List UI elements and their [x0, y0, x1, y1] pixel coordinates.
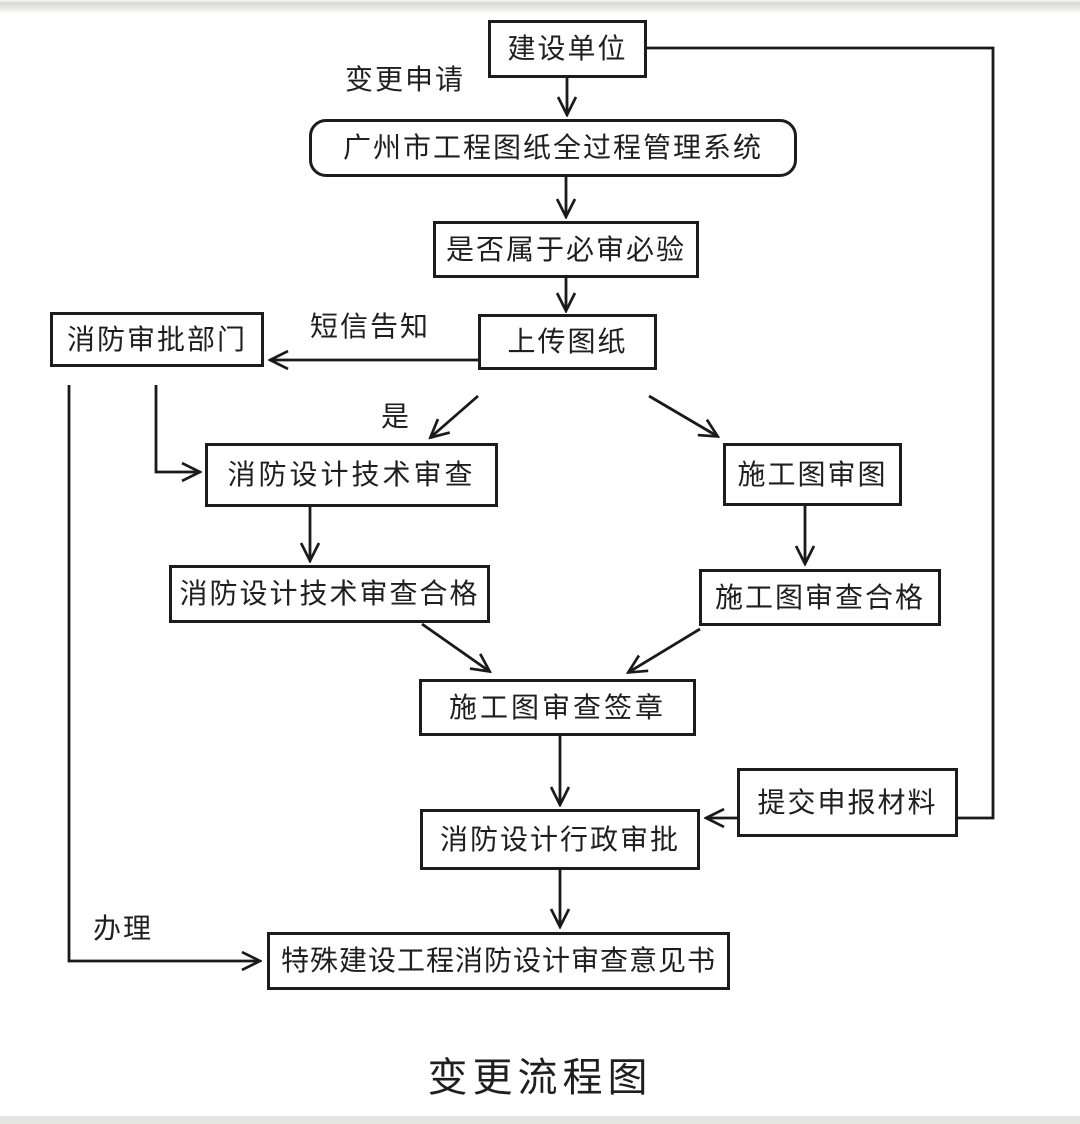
node-construction-drawing-review: 施工图审图	[723, 443, 902, 506]
node-drawing-management-system: 广州市工程图纸全过程管理系统	[309, 119, 797, 177]
node-special-project-review-opinion: 特殊建设工程消防设计审查意见书	[267, 932, 730, 990]
edge-construction-unit-to-submit-materials	[647, 46, 995, 820]
edge-label-sms-notification: 短信告知	[310, 310, 431, 343]
edge-upload-to-construction-review	[648, 394, 717, 436]
edge-label-handle: 办理	[93, 912, 154, 945]
diagram-title: 变更流程图	[427, 1055, 653, 1101]
node-construction-drawing-review-seal: 施工图审查签章	[419, 679, 696, 736]
edge-construction-pass-to-seal	[629, 627, 701, 672]
edge-label-yes: 是	[381, 400, 412, 433]
screenshot-bottom-edge	[0, 1116, 1080, 1124]
edge-fire-dept-to-fire-tech-review	[154, 385, 199, 472]
node-fire-design-technical-review: 消防设计技术审查	[205, 443, 498, 507]
screenshot-top-edge	[0, 0, 1080, 14]
edge-fire-dept-to-opinion-handle	[67, 385, 259, 961]
node-fire-design-technical-review-pass: 消防设计技术审查合格	[169, 565, 490, 623]
node-fire-approval-department: 消防审批部门	[50, 312, 264, 367]
node-upload-drawings: 上传图纸	[478, 314, 657, 370]
node-construction-drawing-review-pass: 施工图审查合格	[699, 569, 941, 626]
node-submit-application-materials: 提交申报材料	[737, 768, 958, 837]
edge-fire-tech-pass-to-seal	[421, 622, 489, 671]
edge-upload-to-fire-tech-review	[431, 394, 479, 437]
edge-label-change-application: 变更申请	[345, 63, 466, 96]
node-fire-design-admin-approval: 消防设计行政审批	[420, 809, 700, 870]
node-construction-unit: 建设单位	[488, 20, 647, 78]
node-mandatory-review-check: 是否属于必审必验	[433, 221, 699, 278]
